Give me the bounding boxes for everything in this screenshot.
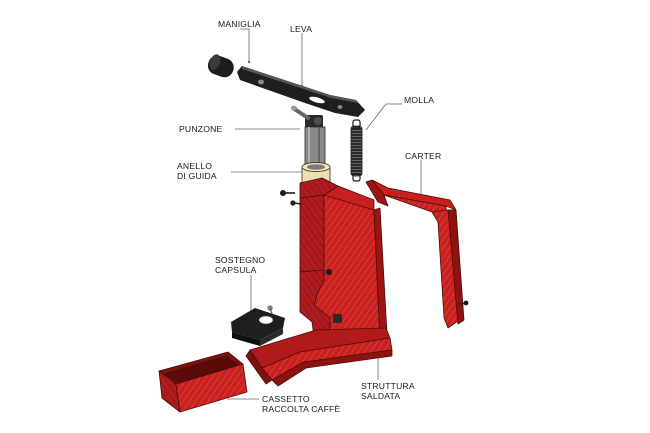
coffee-drawer [158,351,248,413]
lever-arm [237,66,365,117]
leader-dot-maniglia [247,60,251,64]
welded-frame [245,177,393,387]
label-leva: LEVA [290,24,313,34]
leader-maniglia [240,28,250,62]
leader-molla [365,103,402,131]
label-maniglia: MANIGLIA [218,19,261,29]
label-struttura-saldata: STRUTTURA SALDATA [361,381,415,401]
punch [291,105,326,166]
label-molla: MOLLA [404,95,435,105]
spring [350,119,363,182]
handle-knob [207,54,234,78]
label-punzone: PUNZONE [179,124,223,134]
label-cassetto-raccolta-caffe: CASSETTO RACCOLTA CAFFÈ [262,394,341,414]
capsule-holder [231,305,285,346]
leader-endpoints [247,60,304,88]
leader-dot-leva [300,84,304,88]
leader-lines [227,28,422,400]
label-anello-di-guida: ANELLO DI GUIDA [177,161,217,181]
carter [365,179,469,329]
label-carter: CARTER [405,151,442,161]
label-sostegno-capsula: SOSTEGNO CAPSULA [215,255,266,275]
